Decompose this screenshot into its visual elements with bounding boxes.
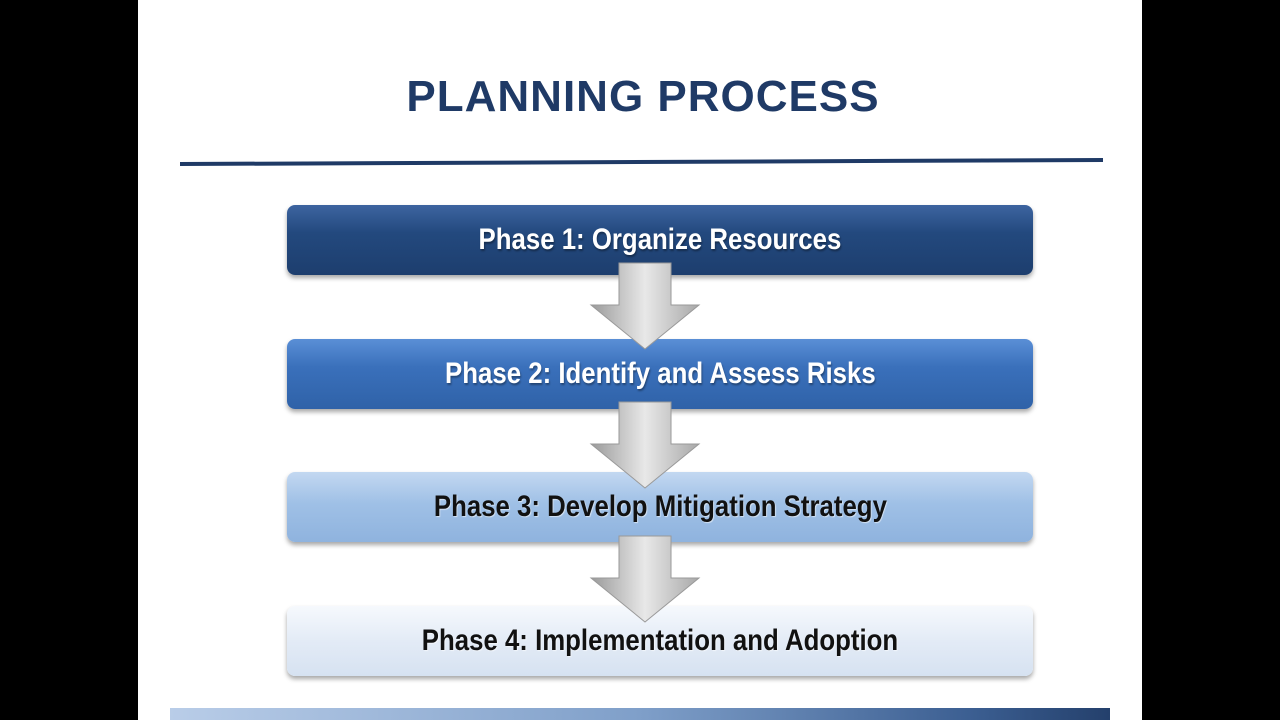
phase-1-label: Phase 1: Organize Resources (478, 223, 842, 256)
down-arrow-icon (589, 401, 701, 489)
phase-4-box: Phase 4: Implementation and Adoption (287, 606, 1033, 676)
slide-title: PLANNING PROCESS (406, 72, 880, 121)
phase-3-label: Phase 3: Develop Mitigation Strategy (433, 490, 887, 523)
footer-bar (170, 708, 1110, 720)
down-arrow-icon (589, 262, 701, 350)
slide: PLANNING PROCESS Phase 1: Organize Resou… (138, 0, 1142, 720)
phase-2-label: Phase 2: Identify and Assess Risks (444, 357, 876, 390)
phase-4-label: Phase 4: Implementation and Adoption (421, 624, 899, 657)
down-arrow-icon (589, 535, 701, 623)
phase-3-box: Phase 3: Develop Mitigation Strategy (287, 472, 1033, 542)
title-divider (179, 157, 1104, 167)
phase-2-box: Phase 2: Identify and Assess Risks (287, 339, 1033, 409)
